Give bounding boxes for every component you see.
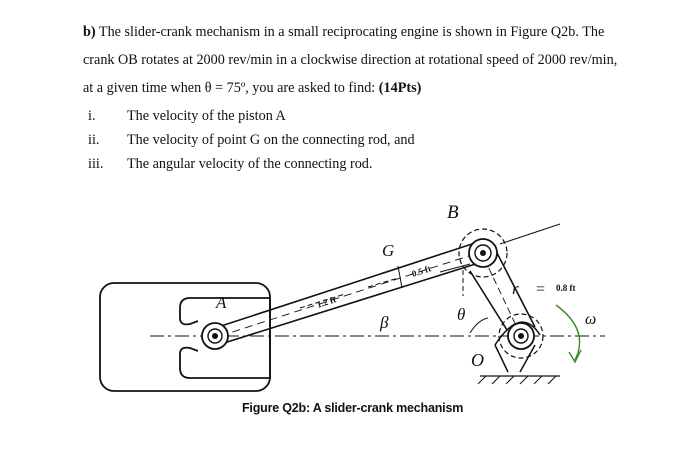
crank-edge: [469, 270, 508, 331]
ground-hatch: [547, 375, 557, 385]
bg-dimension-line: [367, 277, 399, 288]
dimension-rod-length: 1.2 ft: [316, 294, 338, 310]
question-line-3: at a given time when θ = 75º, you are as…: [83, 80, 422, 96]
bg-dimension-line: [439, 263, 471, 273]
label-beta: β: [379, 313, 389, 332]
label-theta: θ: [457, 305, 465, 324]
list-item-text: The velocity of point G on the connectin…: [127, 132, 415, 148]
omega-arrow: [555, 304, 581, 361]
g-tick: [397, 265, 403, 289]
ground-hatch: [491, 375, 501, 385]
connecting-rod-edge: [223, 261, 483, 344]
list-item-text: The angular velocity of the connecting r…: [127, 156, 373, 172]
label-g: G: [382, 241, 394, 260]
marks: (14Pts): [378, 80, 422, 96]
ground-hatch: [477, 375, 487, 385]
piston: [179, 297, 270, 379]
part-label: b): [83, 24, 96, 40]
dimension-bg-length: 0.5 ft: [411, 263, 433, 279]
connecting-rod-edge: [214, 243, 473, 329]
pin-joint-b: [458, 228, 508, 278]
label-a: A: [215, 293, 227, 312]
omega-arrowhead-icon: [568, 349, 582, 364]
list-item-number: i.: [88, 108, 96, 124]
question-text: b) The slider-crank mechanism in a small…: [83, 18, 683, 102]
crank-centerline: [483, 257, 522, 337]
list-item-number: iii.: [88, 156, 104, 172]
question-line-1: b) The slider-crank mechanism in a small…: [83, 24, 605, 40]
theta-arc: [469, 317, 489, 334]
pin-joint-a: [201, 322, 229, 350]
dimension-crank-length: 0.8 ft: [556, 283, 576, 293]
ground-hatch: [519, 375, 529, 385]
pivot-o: [498, 313, 544, 359]
label-b: B: [447, 202, 459, 223]
ground-hatch: [533, 375, 543, 385]
question-line-2: crank OB rotates at 2000 rev/min in a cl…: [83, 52, 618, 68]
label-r: r: [512, 279, 519, 298]
figure-caption: Figure Q2b: A slider-crank mechanism: [242, 401, 464, 415]
list-item-text: The velocity of the piston A: [127, 108, 286, 124]
extension-line: [499, 223, 561, 245]
label-omega: ω: [585, 311, 596, 328]
list-item-number: ii.: [88, 132, 100, 148]
label-o: O: [471, 350, 484, 370]
ground-hatch: [505, 375, 515, 385]
crank-edge: [494, 248, 536, 328]
label-equals: =: [536, 281, 545, 298]
connecting-rod-centerline: [219, 252, 479, 337]
